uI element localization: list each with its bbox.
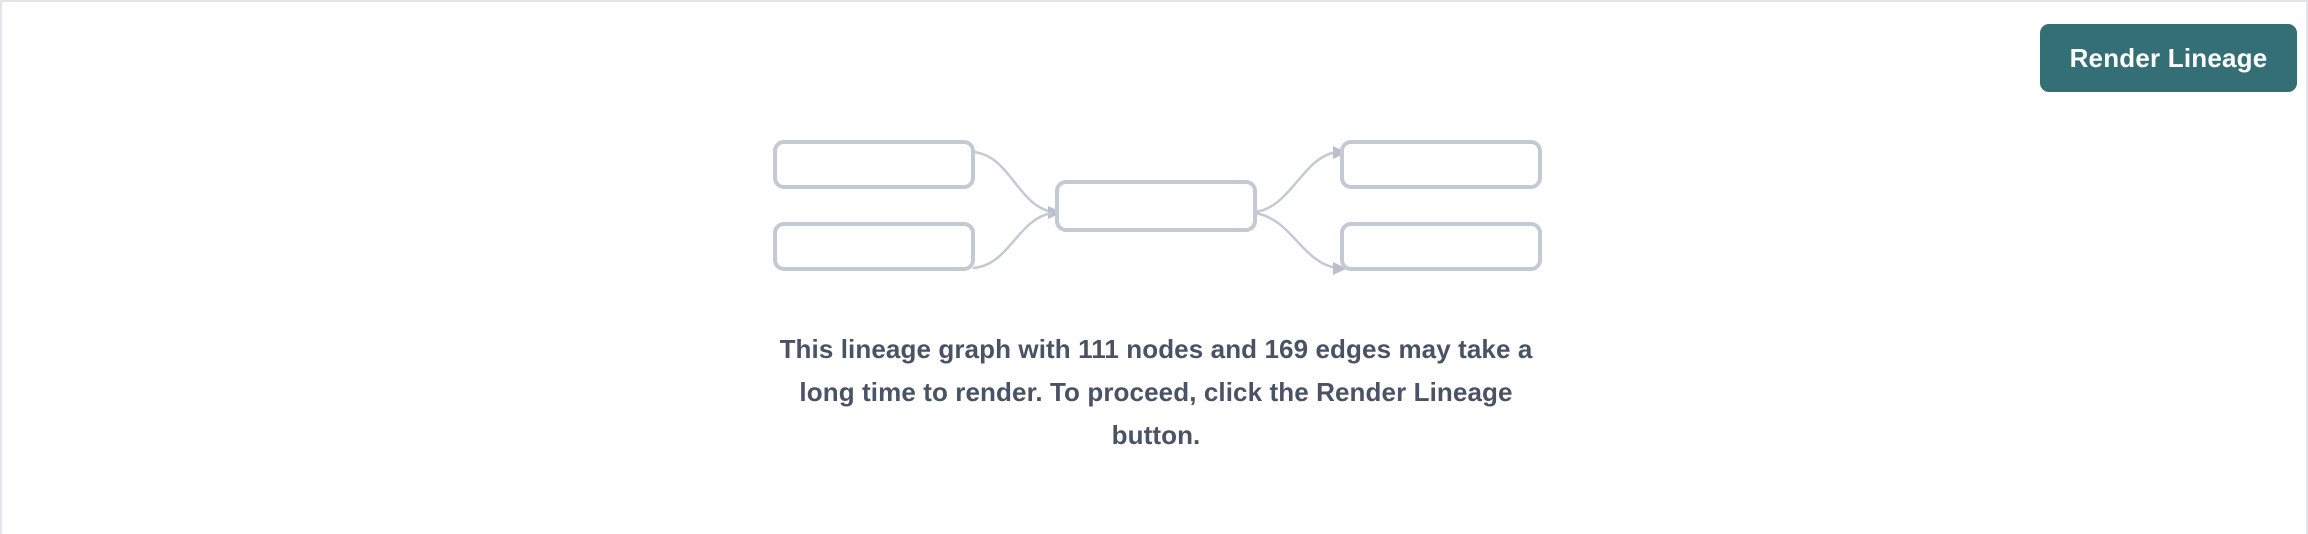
lineage-node-center [1055,180,1257,232]
edge-center-to-right-bottom [1254,211,1347,275]
render-lineage-button[interactable]: Render Lineage [2040,24,2297,92]
lineage-node-right-bottom [1340,222,1542,271]
edge-center-to-right-top [1254,146,1347,214]
lineage-node-right-top [1340,140,1542,189]
edge-left-bottom-to-center [972,211,1053,270]
lineage-warning-message: This lineage graph with 111 nodes and 16… [779,334,1533,450]
edge-left-top-to-center [972,150,1062,219]
lineage-graph-placeholder-illustration [762,127,1552,287]
lineage-node-left-bottom [773,222,975,271]
lineage-node-left-top [773,140,975,189]
